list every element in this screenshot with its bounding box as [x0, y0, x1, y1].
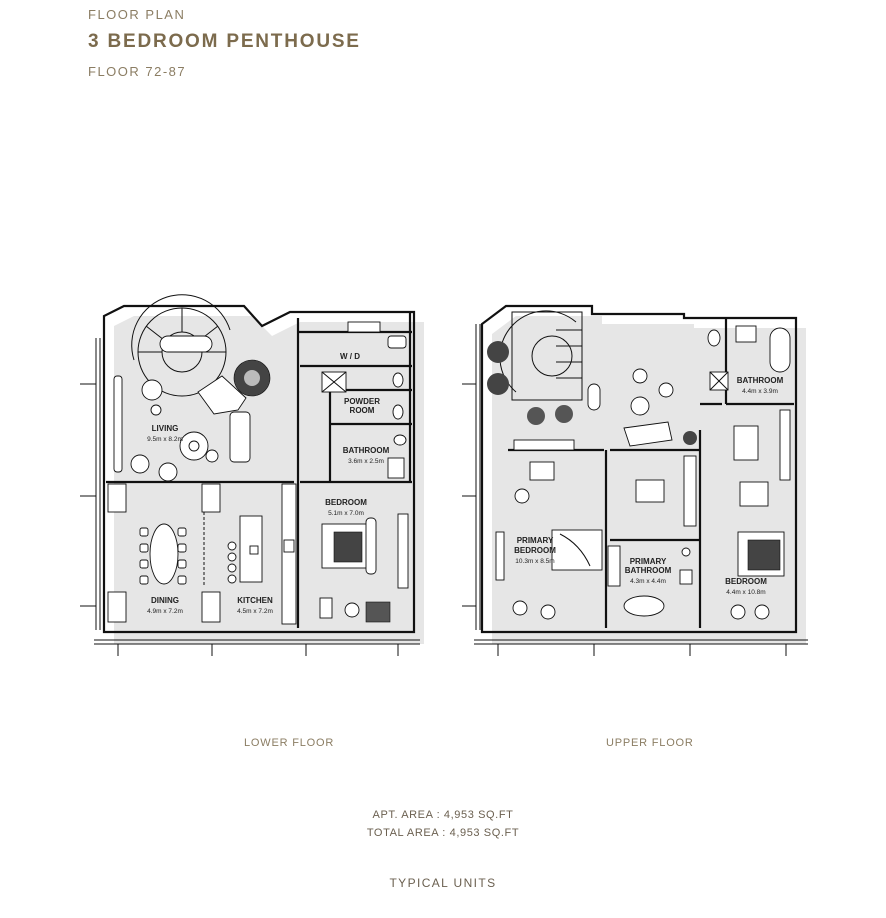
room-upper-bedroom-dims: 4.4m x 10.8m: [726, 589, 765, 596]
room-living-dims: 9.5m x 8.2m: [147, 436, 183, 443]
room-primary-bathroom-name-1: PRIMARY: [630, 557, 667, 566]
upper-outer-wall: [480, 304, 798, 634]
upper-floor-plan: BATHROOM 4.4m x 3.9m PRIMARY BEDROOM 10.…: [462, 304, 808, 656]
lower-bedroom-furniture: [319, 513, 409, 623]
room-dining-name: DINING: [151, 596, 179, 605]
floor-plan-label: FLOOR PLAN: [88, 7, 186, 22]
total-area: TOTAL AREA : 4,953 SQ.FT: [366, 827, 520, 839]
room-wd-name: W / D: [340, 352, 360, 361]
room-upper-bedroom-name: BEDROOM: [725, 577, 767, 586]
room-living-name: LIVING: [152, 424, 179, 433]
lower-window-mullions: [80, 338, 420, 656]
floor-range: FLOOR 72-87: [88, 64, 187, 79]
apartment-area: APT. AREA : 4,953 SQ.FT: [372, 809, 514, 821]
room-powder-name-1: POWDER: [344, 397, 380, 406]
upper-floor-caption: UPPER FLOOR: [606, 737, 694, 749]
typical-units-footer: TYPICAL UNITS: [389, 876, 497, 890]
room-primary-bathroom-dims: 4.3m x 4.4m: [630, 578, 666, 585]
lower-floor-caption: LOWER FLOOR: [244, 737, 335, 749]
room-kitchen-dims: 4.5m x 7.2m: [237, 608, 273, 615]
room-bathroom-dims: 3.6m x 2.5m: [348, 458, 384, 465]
room-primary-bedroom-dims: 10.3m x 8.5m: [515, 558, 554, 565]
room-kitchen-name: KITCHEN: [237, 596, 273, 605]
upper-window-mullions: [462, 324, 808, 656]
upper-lounge-furniture: [487, 341, 697, 447]
room-primary-bedroom-name-2: BEDROOM: [514, 546, 556, 555]
lower-outer-wall: [102, 304, 416, 634]
lower-service-fixtures: [321, 321, 407, 479]
upper-bedroom-furniture: [730, 409, 791, 620]
upper-bathroom-fixtures: [707, 325, 791, 391]
unit-title: 3 BEDROOM PENTHOUSE: [88, 31, 361, 52]
upper-primary-bedroom-furniture: [495, 439, 603, 620]
upper-primary-bathroom-fixtures: [607, 455, 697, 617]
lower-floor-plan: LIVING 9.5m x 8.2m W / D POWDER ROOM BAT…: [80, 294, 424, 656]
lower-spiral-staircase: [131, 294, 231, 397]
lower-kitchen-furniture: [201, 483, 297, 625]
room-dining-dims: 4.9m x 7.2m: [147, 608, 183, 615]
room-upper-bathroom-name: BATHROOM: [737, 376, 784, 385]
room-bedroom-dims: 5.1m x 7.0m: [328, 510, 364, 517]
room-upper-bathroom-dims: 4.4m x 3.9m: [742, 388, 778, 395]
upper-interior-walls: [508, 318, 794, 628]
room-primary-bathroom-name-2: BATHROOM: [625, 566, 672, 575]
room-bedroom-name: BEDROOM: [325, 498, 367, 507]
lower-dining-furniture: [107, 483, 221, 623]
room-primary-bedroom-name-1: PRIMARY: [517, 536, 554, 545]
lower-living-furniture: [113, 359, 271, 482]
room-powder-name-2: ROOM: [350, 406, 375, 415]
room-bathroom-name: BATHROOM: [343, 446, 390, 455]
